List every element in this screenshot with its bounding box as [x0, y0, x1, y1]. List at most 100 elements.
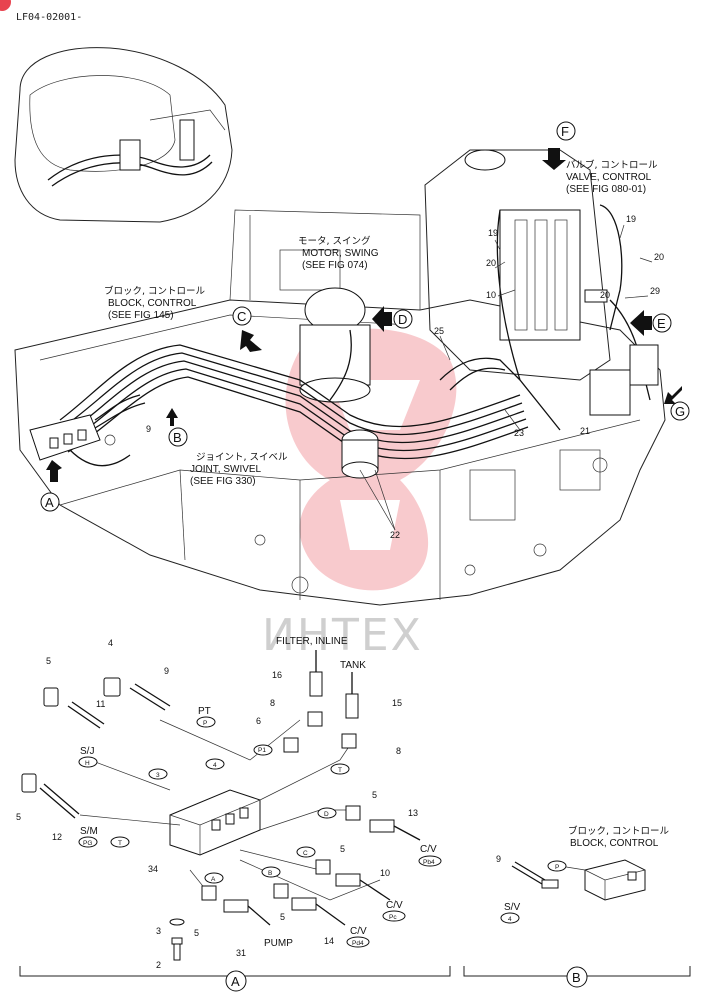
- cv-label-2: C/V: [386, 900, 403, 911]
- callout-c[interactable]: C: [232, 306, 262, 352]
- svg-text:A: A: [45, 495, 54, 510]
- port-tag-text: P: [555, 864, 559, 871]
- section-a-bracket: A: [19, 966, 451, 992]
- part-num: 9: [496, 854, 501, 864]
- callout-f[interactable]: F: [542, 121, 576, 170]
- section-a-port-tags: P P1 H 3 4 T PG T D C B A Pb4 Pc Pd4: [78, 716, 442, 948]
- svg-text:34: 34: [148, 864, 158, 874]
- part-num: 29: [650, 286, 660, 296]
- page-id: LF04-02001-: [16, 12, 82, 23]
- svg-text:16: 16: [272, 670, 282, 680]
- cv-label-1: C/V: [420, 844, 437, 855]
- svg-text:5: 5: [46, 656, 51, 666]
- callout-a[interactable]: A: [40, 460, 62, 512]
- svg-text:5: 5: [372, 790, 377, 800]
- svg-text:P: P: [203, 720, 207, 727]
- svg-text:D: D: [398, 312, 407, 327]
- part-num: 9: [146, 424, 151, 434]
- part-num: 19: [488, 228, 498, 238]
- svg-text:14: 14: [324, 936, 334, 946]
- svg-text:G: G: [675, 404, 685, 419]
- part-num: 19: [626, 214, 636, 224]
- svg-text:8: 8: [270, 698, 275, 708]
- svg-text:12: 12: [52, 832, 62, 842]
- joint-label-en: JOINT, SWIVEL: [190, 464, 262, 475]
- svg-text:A: A: [211, 876, 216, 883]
- svg-text:C: C: [237, 309, 246, 324]
- part-num: 22: [390, 530, 400, 540]
- pt-label: PT: [198, 706, 211, 717]
- joint-label-ref: (SEE FIG 330): [190, 476, 256, 487]
- svg-text:E: E: [657, 316, 666, 331]
- section-b-diagram: [511, 859, 646, 901]
- section-b-bracket: B: [463, 966, 691, 988]
- block-label-jp: ブロック, コントロール: [104, 285, 206, 297]
- svg-text:4: 4: [108, 638, 113, 648]
- cv-label-3: C/V: [350, 926, 367, 937]
- main-hose-bundle: [59, 344, 529, 460]
- svg-text:8: 8: [396, 746, 401, 756]
- blockB-label-jp: ブロック, コントロール: [568, 825, 670, 837]
- valve-label-en: VALVE, CONTROL: [566, 172, 652, 183]
- svg-text:11: 11: [96, 699, 105, 709]
- svg-text:T: T: [338, 767, 342, 774]
- block-label-ref: (SEE FIG 145): [108, 310, 174, 321]
- part-num: 21: [580, 426, 590, 436]
- svg-text:PG: PG: [83, 840, 92, 847]
- svg-text:C: C: [303, 850, 308, 857]
- svg-text:5: 5: [340, 844, 345, 854]
- valve-label-jp: バルブ, コントロール: [566, 159, 658, 171]
- svg-text:5: 5: [16, 812, 21, 822]
- svg-text:F: F: [561, 124, 569, 139]
- section-a-diagram: [21, 650, 421, 961]
- callout-e[interactable]: E: [630, 310, 672, 336]
- svg-text:2: 2: [156, 960, 161, 970]
- swivel-joint: [341, 429, 379, 479]
- control-block-left: [29, 394, 146, 467]
- callout-b[interactable]: B: [166, 408, 188, 447]
- pump-label: PUMP: [264, 938, 293, 949]
- part-num: 20: [486, 258, 496, 268]
- svg-text:Pd4: Pd4: [352, 940, 364, 947]
- svg-text:B: B: [268, 870, 272, 877]
- leader-lines-top: [359, 224, 653, 531]
- svg-text:3: 3: [156, 926, 161, 936]
- joint-label-jp: ジョイント, スイベル: [196, 452, 288, 463]
- motor-label-ref: (SEE FIG 074): [302, 260, 368, 271]
- callout-g[interactable]: G: [664, 386, 690, 421]
- valve-label-ref: (SEE FIG 080-01): [566, 184, 646, 195]
- corner-marker: [0, 0, 11, 11]
- section-a-part-numbers: 4 5 9 11 16 8 15 6 8 5 12 5 13 34 5 10 5…: [16, 638, 418, 970]
- blockB-label-en: BLOCK, CONTROL: [570, 838, 659, 849]
- callout-d[interactable]: D: [372, 306, 413, 332]
- svg-text:10: 10: [380, 868, 390, 878]
- svg-text:P1: P1: [258, 747, 266, 754]
- block-label-en: BLOCK, CONTROL: [108, 298, 197, 309]
- svg-text:B: B: [173, 430, 182, 445]
- svg-text:T: T: [118, 840, 122, 847]
- svg-text:9: 9: [164, 666, 169, 676]
- svg-text:31: 31: [236, 948, 246, 958]
- port-tag: [547, 860, 567, 872]
- svg-text:3: 3: [156, 772, 160, 779]
- motor-label-jp: モータ, スイング: [298, 235, 371, 247]
- sm-label: S/M: [80, 826, 98, 837]
- svg-text:5: 5: [194, 928, 199, 938]
- svg-text:D: D: [324, 811, 329, 818]
- filter-label: FILTER, INLINE: [276, 636, 348, 647]
- svg-text:A: A: [231, 974, 240, 989]
- part-num: 25: [434, 326, 444, 336]
- sv-label: S/V: [504, 902, 520, 913]
- svg-text:4: 4: [213, 762, 217, 769]
- sj-label: S/J: [80, 746, 94, 757]
- svg-text:Pb4: Pb4: [423, 859, 435, 866]
- part-num: 20: [654, 252, 664, 262]
- svg-text:B: B: [572, 970, 581, 985]
- svg-text:6: 6: [256, 716, 261, 726]
- port-tag: [500, 912, 520, 924]
- cab-inset: [14, 47, 233, 223]
- svg-text:15: 15: [392, 698, 402, 708]
- svg-text:5: 5: [280, 912, 285, 922]
- port-tag-text: 4: [508, 916, 512, 923]
